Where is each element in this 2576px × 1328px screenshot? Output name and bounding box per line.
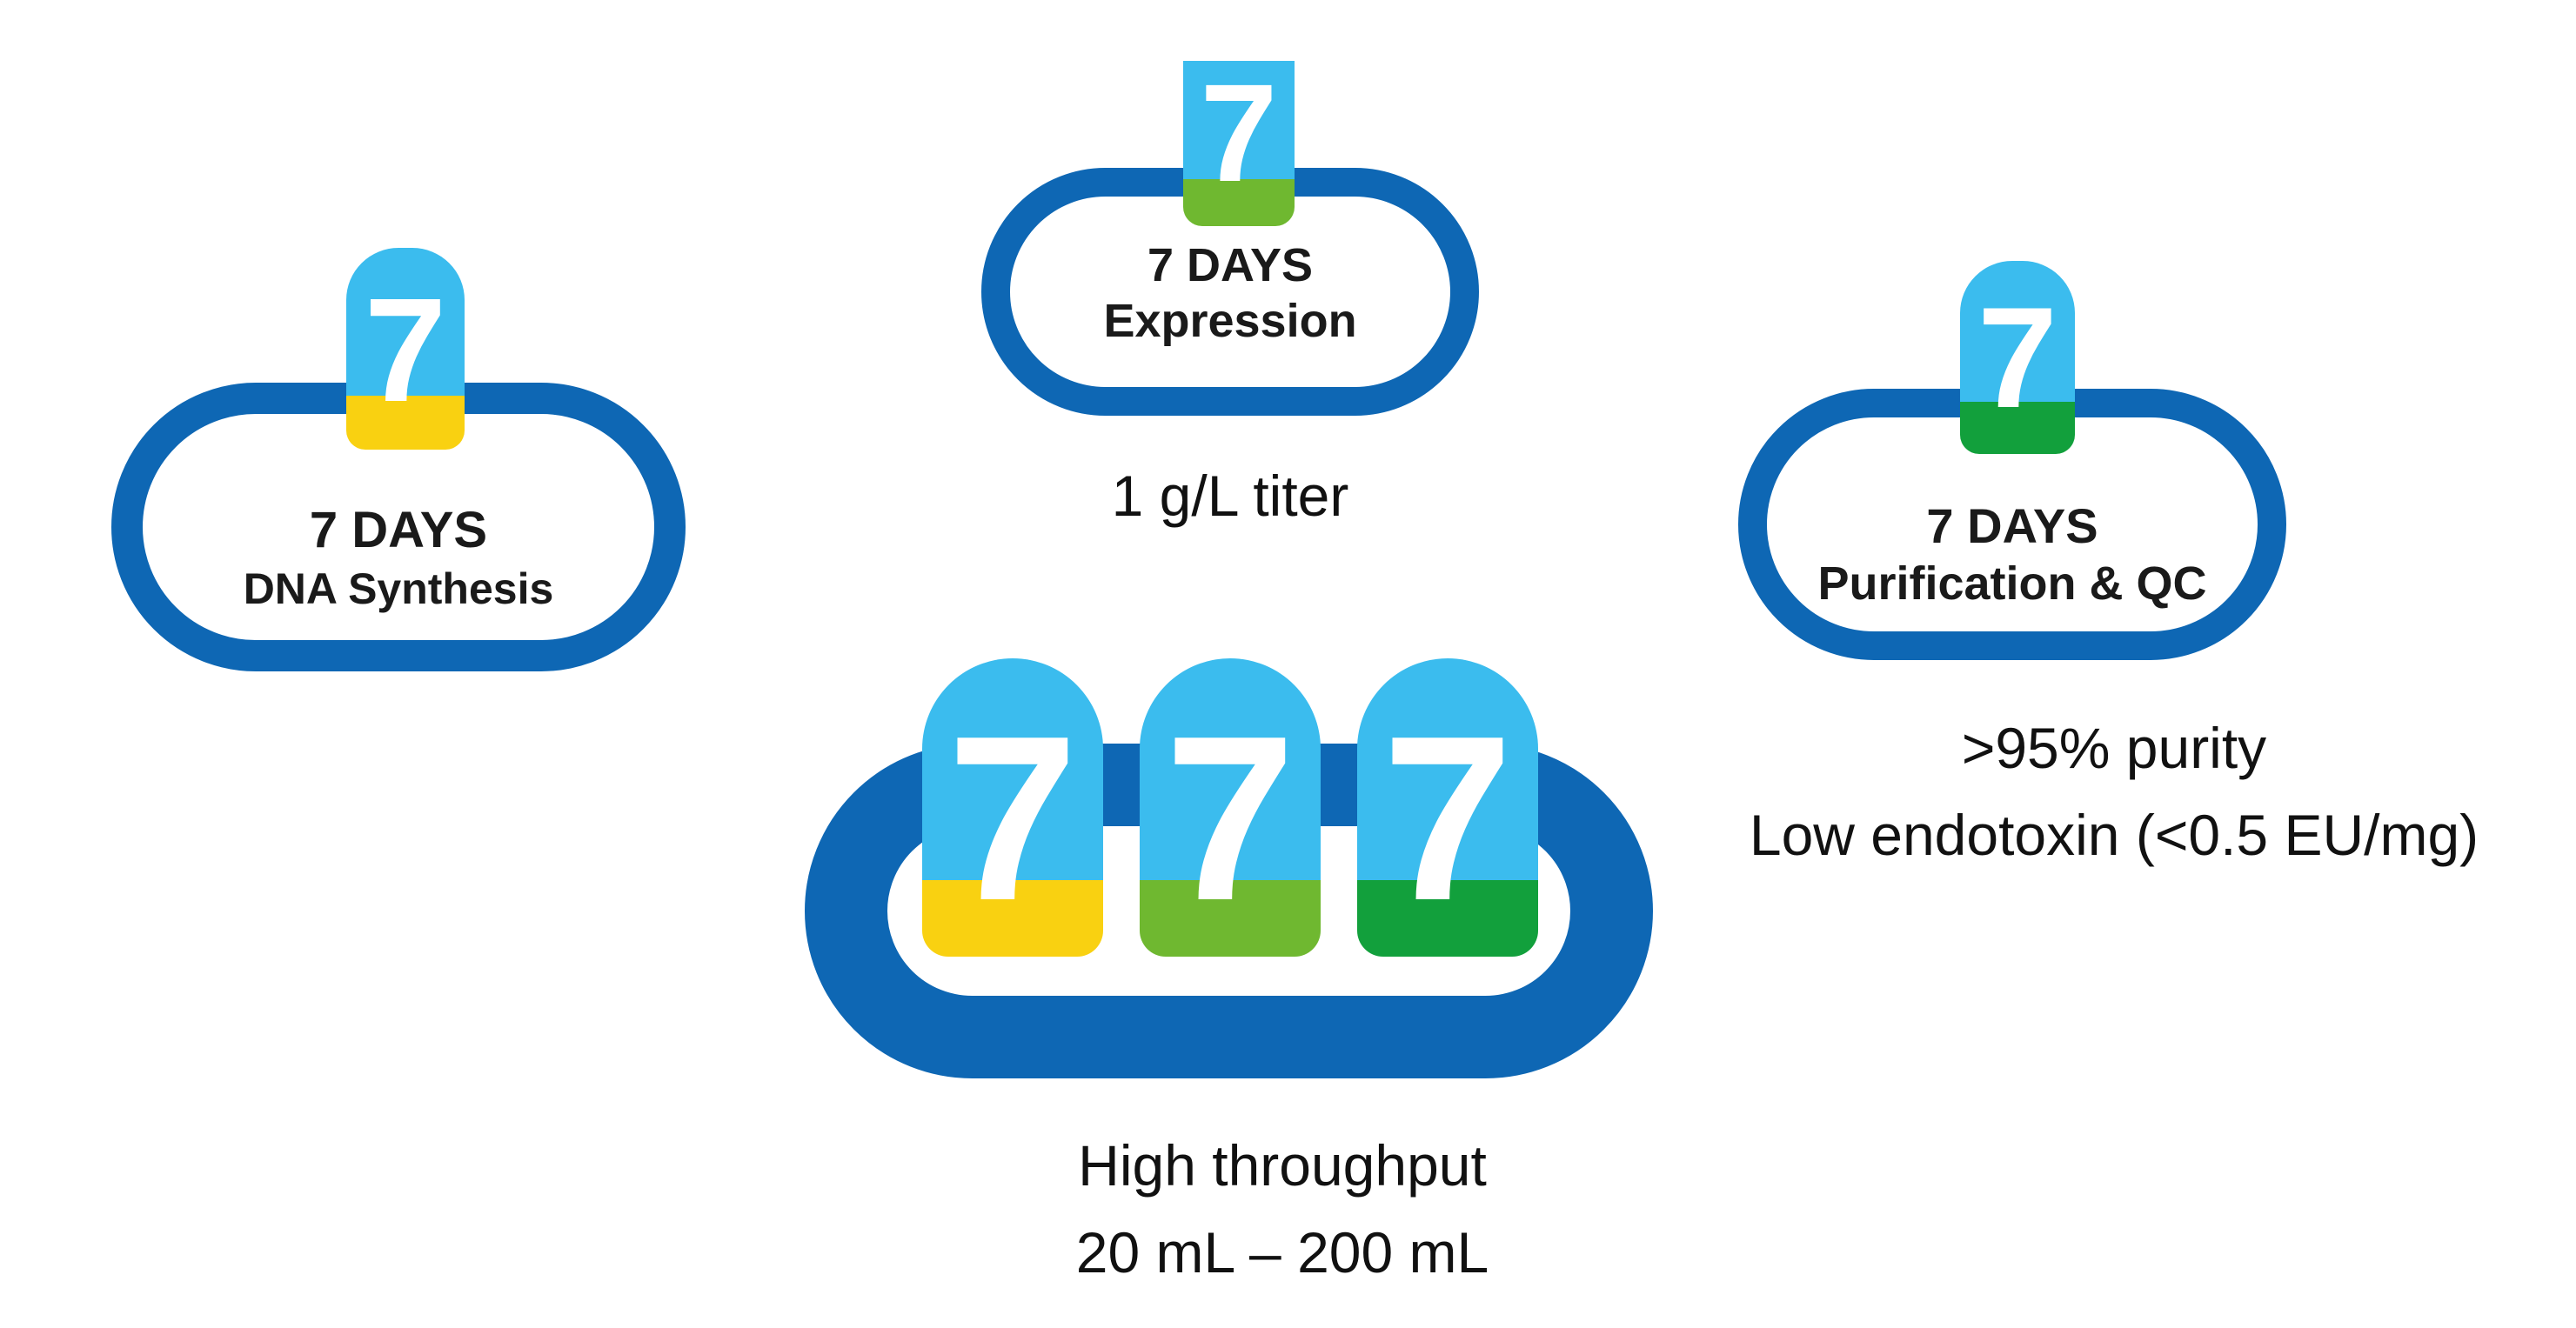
expression-label: Expression bbox=[1103, 295, 1357, 347]
expression-caption: 1 g/L titer bbox=[1111, 464, 1349, 528]
expression-day-tab: 7 bbox=[1183, 61, 1295, 226]
combined-tab-purification: 7 bbox=[1357, 658, 1538, 957]
combined-tab-expression-number: 7 bbox=[1164, 688, 1296, 950]
purification-day-tab: 7 bbox=[1960, 261, 2075, 454]
combined-tab-dna-number: 7 bbox=[947, 688, 1079, 950]
dna-synthesis-day-tab: 7 bbox=[346, 248, 465, 450]
dna-synthesis-days-label: 7 DAYS bbox=[309, 502, 488, 558]
purification-day-number: 7 bbox=[1977, 277, 2057, 437]
high-throughput-caption: High throughput bbox=[1078, 1133, 1487, 1198]
expression-days-label: 7 DAYS bbox=[1147, 239, 1314, 291]
dna-synthesis-label: DNA Synthesis bbox=[243, 564, 554, 613]
dna-synthesis-day-number: 7 bbox=[364, 268, 447, 433]
purification-days-label: 7 DAYS bbox=[1926, 498, 2098, 553]
purification-caption-purity: >95% purity bbox=[1961, 716, 2267, 780]
combined-tab-purification-number: 7 bbox=[1382, 688, 1514, 950]
expression-pill: 7 DAYS Expression bbox=[981, 168, 1479, 416]
combined-tab-expression: 7 bbox=[1140, 658, 1321, 957]
volume-range-caption: 20 mL – 200 mL bbox=[1075, 1220, 1489, 1285]
combined-tab-dna: 7 bbox=[922, 658, 1103, 957]
purification-label: Purification & QC bbox=[1817, 557, 2207, 610]
expression-day-number: 7 bbox=[1200, 61, 1278, 210]
purification-caption-endotoxin: Low endotoxin (<0.5 EU/mg) bbox=[1749, 803, 2479, 867]
